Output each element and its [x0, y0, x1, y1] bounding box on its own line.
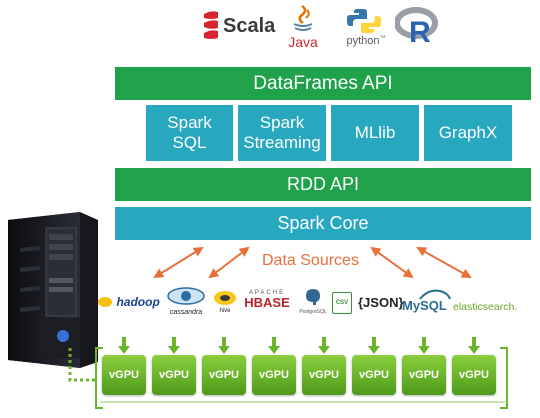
- gpu-down-arrow-icon: [368, 337, 380, 354]
- vgpu-box: vGPU: [102, 355, 146, 395]
- rdd-api-label: RDD API: [286, 174, 360, 194]
- arrow-1: [153, 246, 204, 279]
- gpu-down-arrow-icon: [218, 337, 230, 354]
- hadoop-logo: hadoop: [98, 293, 160, 311]
- spark-core-label: Spark Core: [277, 213, 369, 233]
- spark-sql-box: Spark SQL: [146, 105, 233, 161]
- r-logo: R: [395, 6, 439, 48]
- vgpu-box: vGPU: [352, 355, 396, 395]
- postgres-logo: PostgreSQL: [298, 288, 328, 315]
- scala-logo: Scala: [203, 10, 275, 42]
- elasticsearch-logo: elasticsearch.: [453, 297, 517, 315]
- hbase-logo: APACHE HBASE: [242, 290, 292, 309]
- gpu-down-arrow-icon: [318, 337, 330, 354]
- scala-label: Scala: [223, 14, 276, 37]
- elasticsearch-label: elasticsearch.: [453, 301, 518, 313]
- python-tm: ™: [379, 35, 386, 42]
- r-logo-icon: [395, 7, 438, 39]
- mysql-label: MySQL: [402, 298, 447, 313]
- java-logo: Java: [286, 4, 320, 50]
- vgpu-box: vGPU: [402, 355, 446, 395]
- hadoop-elephant-icon: [98, 296, 112, 307]
- dataframes-api-label: DataFrames API: [253, 72, 393, 94]
- gpu-down-arrow-icon: [168, 337, 180, 354]
- python-label-text: python: [346, 35, 380, 47]
- hadoop-label: hadoop: [116, 295, 160, 309]
- hive-bee-icon: [214, 291, 236, 305]
- spark-sql-label: Spark SQL: [167, 113, 212, 152]
- cassandra-eye-icon: [167, 287, 205, 305]
- gpu-down-arrow-icon: [118, 337, 130, 354]
- scala-logo-icon: [204, 11, 218, 39]
- gpu-down-arrow-icon: [468, 337, 480, 354]
- hbase-apache-label: APACHE: [248, 290, 286, 296]
- mysql-logo: MySQL: [402, 287, 451, 313]
- graphx-box: GraphX: [424, 105, 512, 161]
- cassandra-logo: cassandra: [164, 286, 208, 316]
- mllib-box: MLlib: [331, 105, 419, 161]
- data-sources-label: Data Sources: [262, 252, 359, 269]
- python-logo: python™: [340, 8, 388, 52]
- java-logo-icon: [293, 4, 313, 31]
- vgpu-box: vGPU: [202, 355, 246, 395]
- vgpu-box: vGPU: [252, 355, 296, 395]
- gpu-down-arrow-icon: [418, 337, 430, 354]
- dataframes-api-layer: DataFrames API: [115, 67, 531, 100]
- hive-logo: hive: [210, 290, 240, 314]
- cassandra-label: cassandra: [169, 309, 203, 316]
- postgres-elephant-icon: [306, 289, 320, 305]
- json-label: {JSON}: [358, 295, 404, 310]
- r-label: R: [409, 16, 431, 49]
- mllib-label: MLlib: [354, 123, 396, 142]
- spark-streaming-box: Spark Streaming: [238, 105, 326, 161]
- spark-streaming-label: Spark Streaming: [243, 113, 321, 152]
- postgres-label: PostgreSQL: [299, 309, 327, 315]
- server-tower-icon: [8, 212, 98, 368]
- arrow-2: [208, 246, 250, 279]
- json-logo: {JSON}: [358, 294, 404, 312]
- csv-label: CSV: [335, 300, 349, 306]
- graphx-label: GraphX: [438, 123, 498, 142]
- csv-file-icon: CSV: [332, 292, 352, 314]
- rdd-api-layer: RDD API: [115, 168, 531, 201]
- java-label: Java: [288, 34, 318, 50]
- hive-label: hive: [219, 308, 231, 314]
- arrow-3: [370, 246, 414, 279]
- spark-core-layer: Spark Core: [115, 207, 531, 240]
- gpu-bracket-right: [500, 347, 508, 409]
- mysql-dolphin-icon: [419, 289, 451, 300]
- hbase-label: HBASE: [244, 295, 290, 310]
- csv-logo: CSV: [332, 292, 352, 314]
- vgpu-box: vGPU: [452, 355, 496, 395]
- vgpu-box: vGPU: [152, 355, 196, 395]
- python-label: python™: [342, 35, 390, 47]
- python-logo-icon: [347, 9, 381, 33]
- arrow-4: [416, 247, 472, 278]
- gpu-down-arrow-icon: [268, 337, 280, 354]
- vgpu-box: vGPU: [302, 355, 346, 395]
